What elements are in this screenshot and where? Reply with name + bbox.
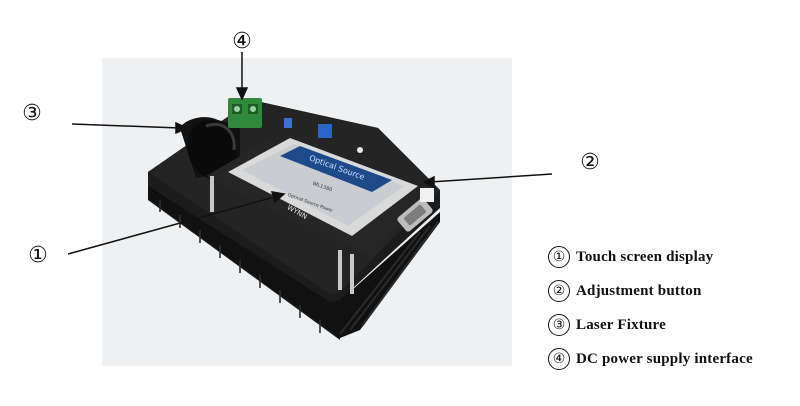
callout-number-2: ② — [580, 150, 600, 175]
callout-arrowhead-2 — [422, 175, 435, 189]
legend-number: ④ — [548, 348, 570, 370]
legend-label: DC power supply interface — [576, 350, 753, 367]
side-connector — [420, 188, 434, 202]
callout-arrowhead-4 — [235, 87, 249, 101]
callout-arrowhead-1 — [270, 191, 286, 204]
legend-number: ② — [548, 280, 570, 302]
dsub-connector — [397, 198, 433, 232]
touch-screen-display: Optical Source WL1380 Optical Source Pow… — [228, 138, 418, 236]
dc-power-terminal — [228, 98, 262, 128]
legend: ① Touch screen display ② Adjustment butt… — [548, 240, 798, 376]
callout-arrowhead-3 — [175, 121, 189, 135]
callout-line-1 — [67, 195, 279, 255]
callout-number-1: ① — [28, 243, 48, 268]
legend-label: Touch screen display — [576, 248, 714, 265]
laser-fixture — [180, 117, 240, 180]
blue-potentiometer — [318, 124, 332, 138]
legend-number: ③ — [548, 314, 570, 336]
callout-number-4: ④ — [232, 29, 252, 54]
callout-number-3: ③ — [22, 101, 42, 126]
legend-item: ② Adjustment button — [548, 274, 798, 308]
legend-item: ④ DC power supply interface — [548, 342, 798, 376]
legend-item: ① Touch screen display — [548, 240, 798, 274]
legend-label: Adjustment button — [576, 282, 702, 299]
legend-number: ① — [548, 246, 570, 268]
trim-pot — [284, 118, 292, 128]
legend-item: ③ Laser Fixture — [548, 308, 798, 342]
board-led — [357, 147, 363, 153]
callout-line-2 — [429, 173, 553, 183]
callout-line-3 — [71, 123, 181, 129]
legend-label: Laser Fixture — [576, 316, 666, 333]
